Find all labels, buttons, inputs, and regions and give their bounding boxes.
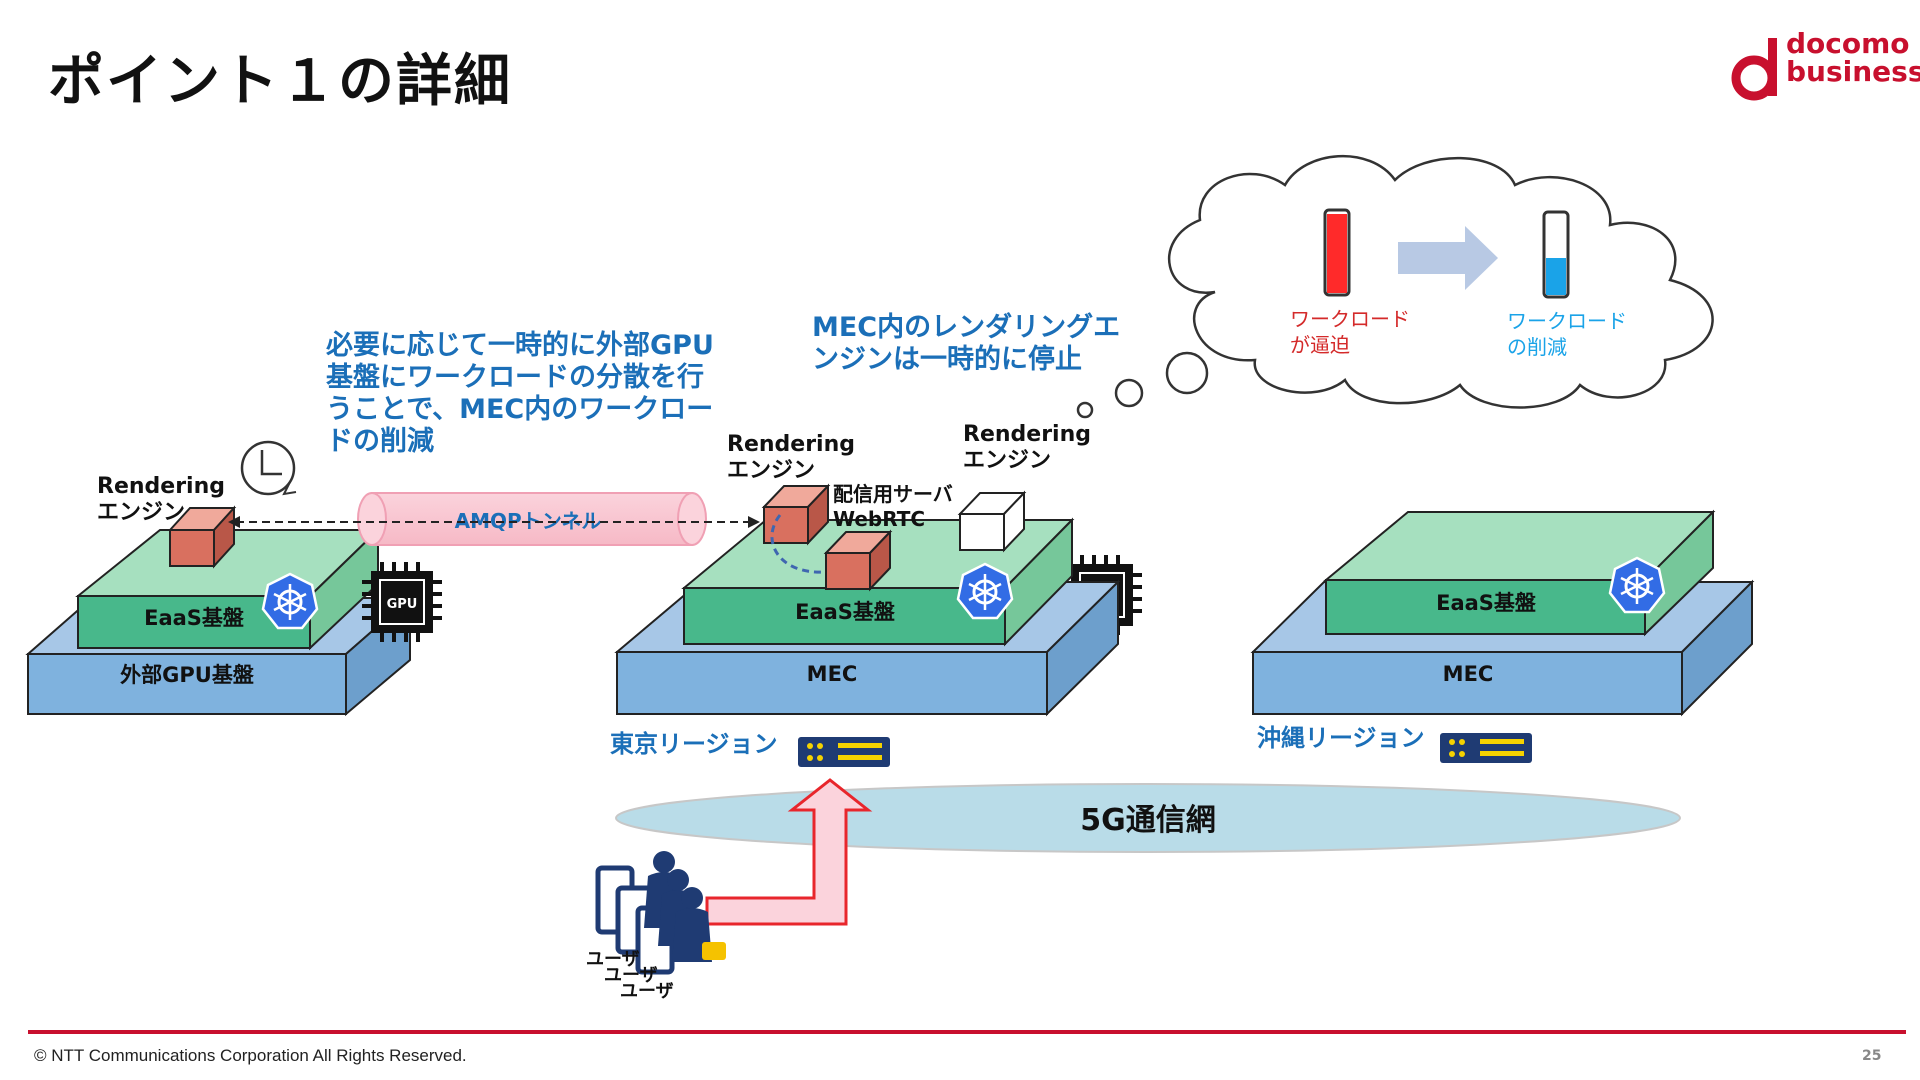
gauge-after-label-2: の削減 — [1507, 335, 1567, 359]
external-gpu-label: 外部GPU基盤 — [120, 663, 255, 687]
kubernetes-icon-left — [261, 572, 319, 630]
eaas-okinawa — [1325, 579, 1646, 635]
rendering-right-line-2: エンジン — [963, 448, 1052, 473]
tokyo-mec-stack: MEC EaaS基盤 — [614, 483, 1121, 717]
rendering-right-label: Rendering エンジン — [963, 422, 1091, 474]
callout-left-line-1: 必要に応じて一時的に外部GPU — [326, 330, 714, 361]
5g-network — [615, 783, 1681, 853]
mec-tokyo-base — [616, 651, 1048, 715]
users-icon — [595, 851, 726, 975]
rendering-left-line-2: エンジン — [97, 500, 186, 525]
rendering-center-label: Rendering エンジン — [727, 432, 855, 484]
eaas-okinawa-label: EaaS基盤 — [1436, 591, 1537, 615]
external-gpu-stack: 外部GPU基盤 EaaS基盤 — [25, 505, 413, 717]
callout-left-line-4: ドの削減 — [326, 426, 434, 457]
webrtc-loop-arrow — [770, 514, 827, 574]
gpu-chip-icon-left: GPU — [362, 562, 442, 642]
logo-line-1: docomo — [1786, 27, 1910, 60]
delivery-server-line-1: 配信用サーバ — [833, 482, 953, 506]
user-label-2: ユーザ — [604, 965, 658, 986]
gauge-before-fill — [1327, 214, 1347, 293]
rendering-engine-left — [169, 529, 215, 567]
user-label-3: ユーザ — [620, 981, 674, 1002]
callout-left-line-3: うことで、MEC内のワークロー — [326, 394, 714, 425]
kubernetes-icon-right — [1608, 556, 1666, 614]
rendering-left-line-1: Rendering — [97, 474, 225, 499]
gauge-before-label-2: が逼迫 — [1290, 333, 1350, 357]
callout-left-line-2: 基盤にワークロードの分散を行 — [326, 362, 704, 393]
docomo-d-mark-icon — [1731, 38, 1777, 101]
rendering-center-line-1: Rendering — [727, 432, 855, 457]
callout-external-gpu: 必要に応じて一時的に外部GPU 基盤にワークロードの分散を行 うことで、MEC内… — [326, 330, 714, 458]
user-label-1: ユーザ — [586, 949, 640, 970]
callout-center-line-1: MEC内のレンダリングエ — [812, 312, 1121, 343]
tokyo-region-label: 東京リージョン — [610, 730, 778, 758]
clock-icon — [240, 440, 297, 496]
delivery-server-cube — [825, 552, 871, 590]
reduction-arrow — [1398, 226, 1498, 290]
okinawa-region-label: 沖縄リージョン — [1257, 724, 1425, 752]
thought-cloud: ワークロード が逼迫 ワークロード の削減 — [1076, 154, 1714, 419]
server-icon-tokyo — [798, 737, 890, 767]
rendering-engine-center — [763, 506, 809, 544]
logo-line-2: business — [1786, 55, 1920, 88]
rendering-center-line-2: エンジン — [727, 458, 816, 483]
callout-mec-stop: MEC内のレンダリングエ ンジンは一時的に停止 — [812, 312, 1120, 376]
rendering-right-line-1: Rendering — [963, 422, 1091, 447]
amqp-connection-arrow — [228, 516, 760, 528]
gauge-after-label-1: ワークロード — [1507, 309, 1627, 333]
docomo-business-logo: docomo business — [1730, 30, 1920, 104]
page-number: 25 — [1862, 1048, 1882, 1064]
mec-tokyo-label: MEC — [807, 662, 858, 686]
eaas-left-label: EaaS基盤 — [144, 606, 245, 630]
5g-network-label: 5G通信網 — [1080, 803, 1216, 838]
eaas-tokyo-label: EaaS基盤 — [795, 600, 896, 624]
external-gpu-base — [27, 653, 347, 715]
server-icon-okinawa — [1440, 733, 1532, 763]
mec-okinawa-base — [1252, 651, 1683, 715]
copyright-text: © NTT Communications Corporation All Rig… — [34, 1046, 467, 1065]
gpu-chip-left-label: GPU — [387, 597, 418, 612]
delivery-server-line-2: WebRTC — [833, 507, 926, 531]
thought-bubble-large — [1165, 351, 1209, 395]
mec-okinawa-label: MEC — [1443, 662, 1494, 686]
logo-text: docomo business — [1786, 30, 1920, 86]
thought-bubble-medium — [1114, 378, 1144, 408]
thought-bubble-small — [1076, 401, 1094, 419]
gauge-after-fill — [1546, 258, 1566, 295]
rendering-engine-stopped — [959, 513, 1005, 551]
page-title: ポイント１の詳細 — [48, 49, 512, 114]
footer-divider — [28, 1030, 1906, 1034]
user-access-arrow — [705, 778, 873, 926]
amqp-tunnel: AMQPトンネル — [357, 492, 707, 546]
okinawa-mec-stack: MEC EaaS基盤 — [1250, 509, 1755, 717]
kubernetes-icon-center — [956, 562, 1014, 620]
gauge-before-label-1: ワークロード — [1290, 307, 1410, 331]
rendering-left-label: Rendering エンジン — [97, 474, 225, 526]
delivery-server-label: 配信用サーバ WebRTC — [833, 482, 953, 532]
callout-center-line-2: ンジンは一時的に停止 — [812, 344, 1082, 375]
